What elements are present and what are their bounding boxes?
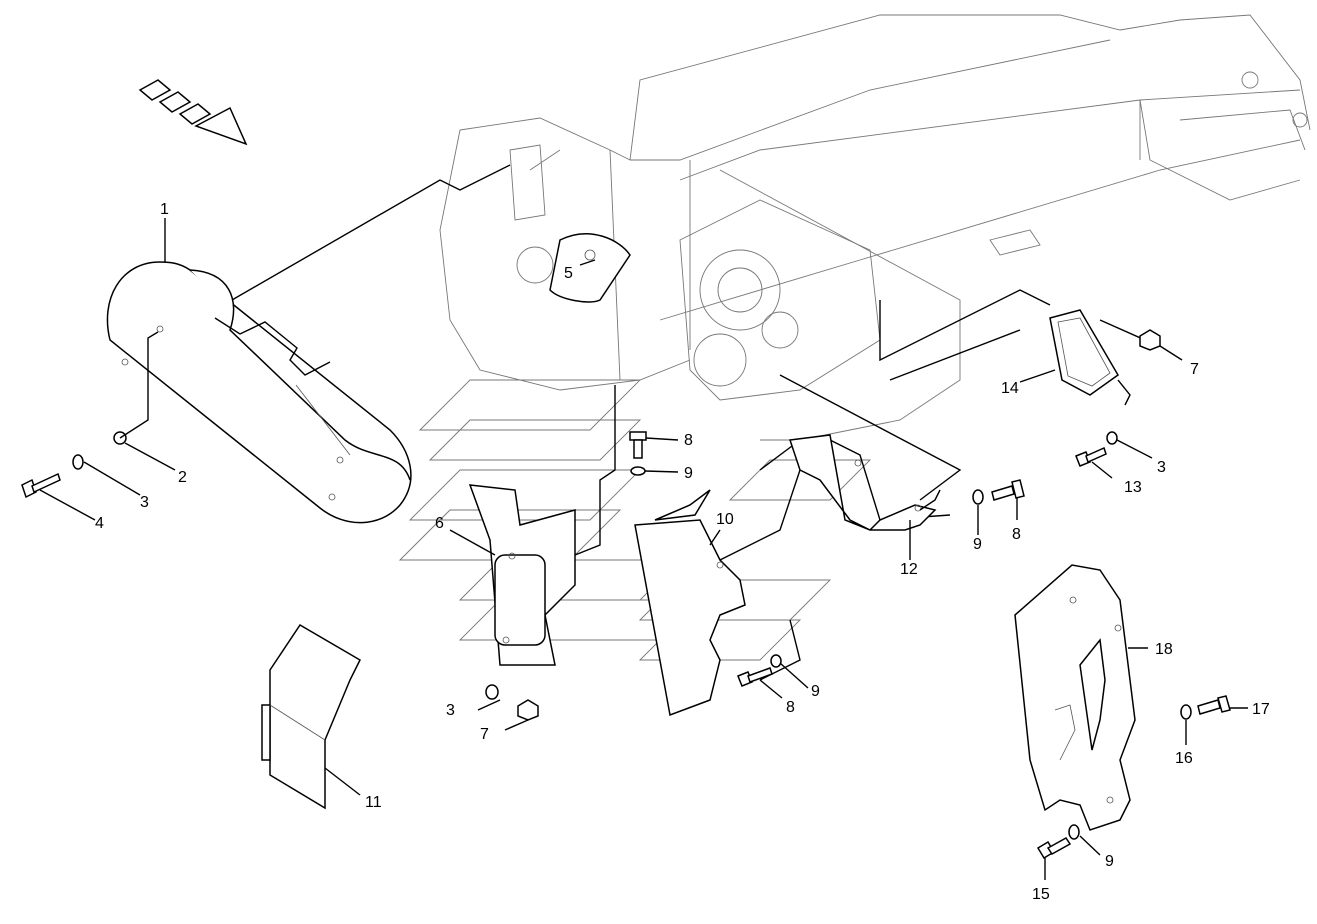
part-18-guard — [1014, 564, 1136, 831]
callout-13: 13 — [1124, 479, 1142, 496]
callout-8: 8 — [786, 699, 795, 716]
travel-direction-arrow-icon — [138, 79, 248, 146]
fasteners — [21, 329, 1231, 860]
callout-15: 15 — [1032, 886, 1050, 903]
callout-9: 9 — [973, 536, 982, 553]
callout-12: 12 — [900, 561, 918, 578]
callout-1: 1 — [160, 201, 169, 218]
callout-9: 9 — [1105, 853, 1114, 870]
part-5-plate — [549, 233, 631, 303]
callout-16: 16 — [1175, 750, 1193, 767]
part-6-bracket — [468, 484, 576, 666]
callout-7: 7 — [480, 726, 489, 743]
part-14-bracket — [1049, 309, 1119, 396]
part-11-cover — [261, 623, 361, 810]
callout-9: 9 — [811, 683, 820, 700]
callout-14: 14 — [1001, 380, 1019, 397]
callout-6: 6 — [435, 515, 444, 532]
callout-9: 9 — [684, 465, 693, 482]
callout-3: 3 — [1157, 459, 1166, 476]
callout-7: 7 — [1190, 361, 1199, 378]
callout-labels: 1 2 3 4 5 6 3 7 8 9 10 8 9 11 12 9 8 14 … — [95, 201, 1270, 903]
part-10-guard — [634, 489, 746, 717]
callout-11: 11 — [365, 794, 382, 811]
callout-18: 18 — [1155, 641, 1173, 658]
callout-3: 3 — [140, 494, 149, 511]
callout-4: 4 — [95, 515, 104, 532]
part-1-belt-guard — [106, 261, 412, 524]
machine-frame — [398, 14, 1311, 661]
callout-8: 8 — [1012, 526, 1021, 543]
callout-8: 8 — [684, 432, 693, 449]
callout-2: 2 — [178, 469, 187, 486]
callout-5: 5 — [564, 265, 573, 282]
callout-17: 17 — [1252, 701, 1270, 718]
part-12-shield — [788, 434, 937, 531]
callout-3: 3 — [446, 702, 455, 719]
leader-lines — [39, 218, 1248, 880]
callout-10: 10 — [716, 511, 734, 528]
